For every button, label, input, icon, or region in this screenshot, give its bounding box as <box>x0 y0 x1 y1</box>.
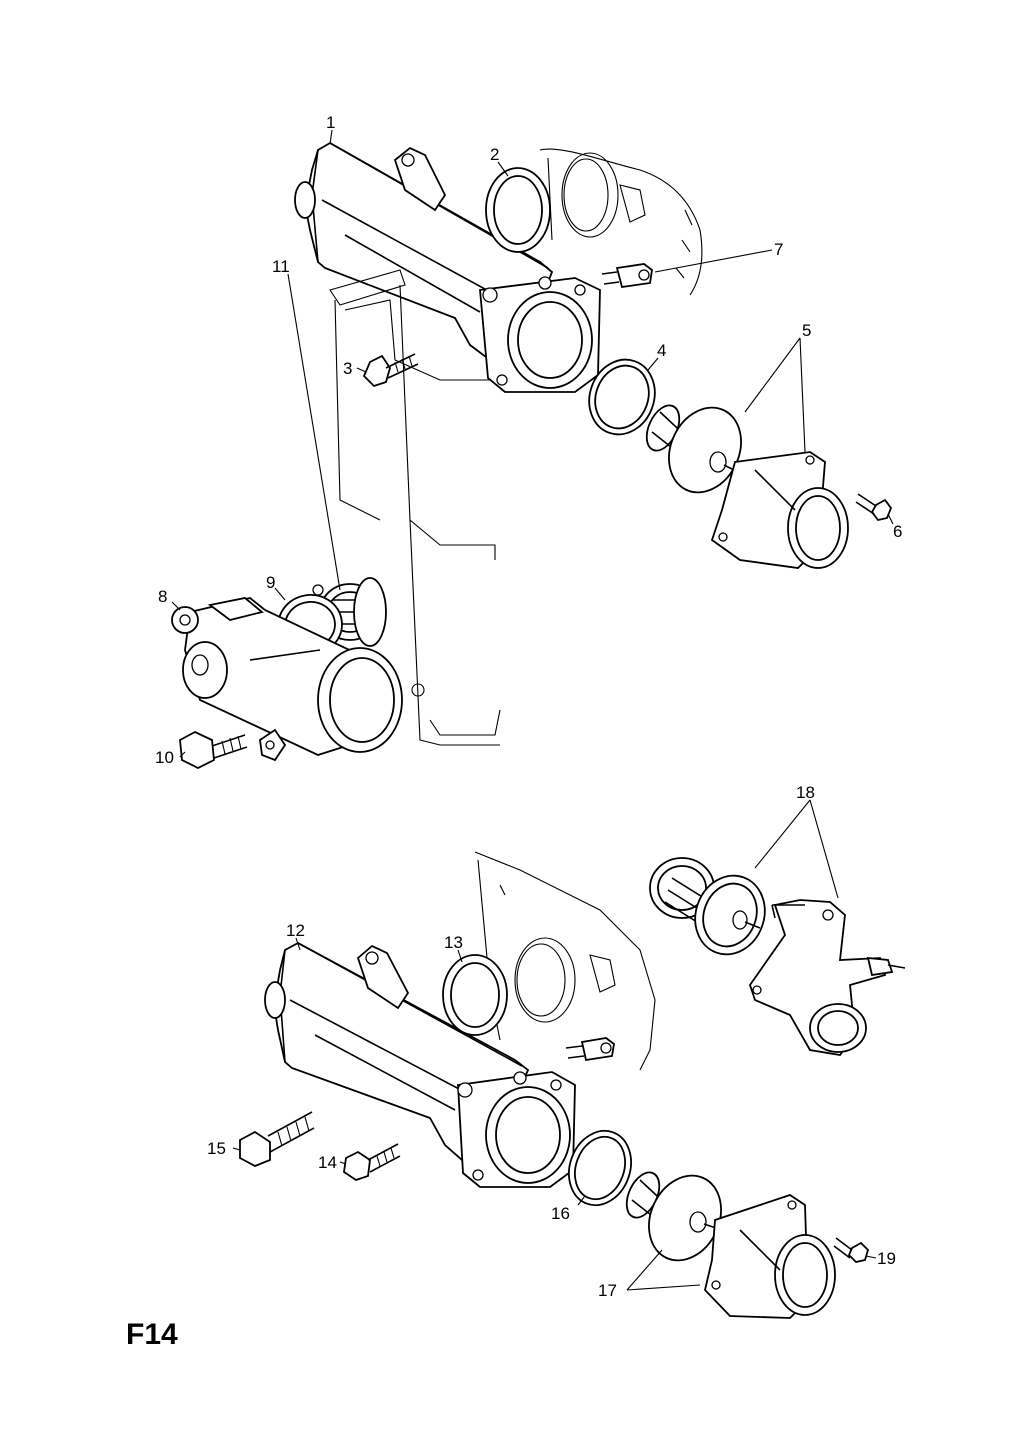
part-label-3: 3 <box>343 359 352 378</box>
part-label-8: 8 <box>158 587 167 606</box>
thermostat-cover-17 <box>704 1194 836 1319</box>
part-label-9: 9 <box>266 573 275 592</box>
gasket-ring-13 <box>442 954 508 1036</box>
bolt-14 <box>343 1143 401 1181</box>
part-label-12: 12 <box>286 921 305 940</box>
part-label-15: 15 <box>207 1139 226 1158</box>
part-number-labels: 1 2 3 4 5 6 7 8 9 10 11 12 13 14 15 16 1… <box>155 113 902 1300</box>
part-label-18: 18 <box>796 783 815 802</box>
engine-block-outline-bottom <box>474 851 656 1071</box>
engine-block-outline-middle <box>329 269 501 746</box>
seal-ring-16 <box>568 1129 632 1207</box>
part-label-17: 17 <box>598 1281 617 1300</box>
thermostat-housing-8 <box>171 597 403 762</box>
water-outlet-housing-1 <box>294 141 601 393</box>
page-code: F14 <box>126 1318 178 1351</box>
temperature-sensor-bottom <box>565 1037 615 1062</box>
thermostat-cover-5 <box>710 451 849 569</box>
bolt-15 <box>239 1111 315 1167</box>
water-outlet-housing-12 <box>264 941 576 1188</box>
part-label-13: 13 <box>444 933 463 952</box>
part-label-2: 2 <box>490 145 499 164</box>
part-label-10: 10 <box>155 748 174 767</box>
part-label-7: 7 <box>774 240 783 259</box>
leader-lines <box>171 129 894 1291</box>
thermostat-17 <box>625 1171 723 1262</box>
engine-block-outline-top <box>539 148 703 296</box>
temperature-sensor-7 <box>601 263 653 289</box>
bolt-3 <box>362 353 419 388</box>
part-label-14: 14 <box>318 1153 337 1172</box>
part-label-1: 1 <box>326 113 335 132</box>
gasket-ring-2 <box>485 167 551 253</box>
part-label-5: 5 <box>802 321 811 340</box>
part-label-16: 16 <box>551 1204 570 1223</box>
part-label-6: 6 <box>893 522 902 541</box>
part-label-11: 11 <box>272 257 290 276</box>
thermostat-18 <box>649 857 766 956</box>
part-label-4: 4 <box>657 341 666 360</box>
part-label-19: 19 <box>877 1249 896 1268</box>
bolt-19 <box>833 1237 870 1263</box>
thermostat-cover-18 <box>749 899 906 1056</box>
thermostat-5 <box>645 404 743 494</box>
bolt-6 <box>855 493 893 522</box>
bolt-10 <box>179 730 248 770</box>
seal-ring-4 <box>588 358 656 436</box>
